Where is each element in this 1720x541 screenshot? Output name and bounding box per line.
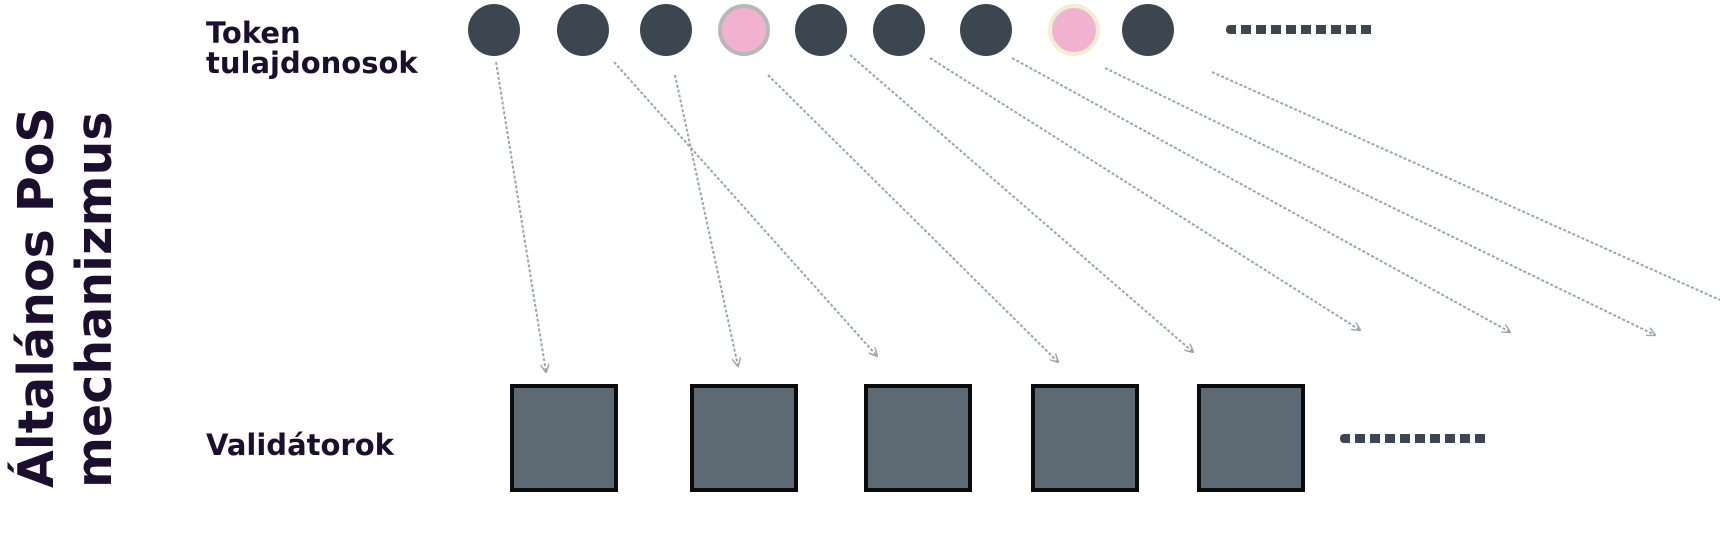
validators-label: Validátorok <box>206 428 394 462</box>
token-holder <box>795 4 847 56</box>
delegation-arrow <box>767 74 1058 362</box>
side-title-line-1: Általános PoS <box>8 107 65 488</box>
delegation-arrows <box>495 54 1720 372</box>
token-owners-label-line-1: Token <box>206 16 301 50</box>
delegation-arrow <box>674 74 738 366</box>
token-holder <box>557 4 609 56</box>
delegation-arrow <box>1211 71 1720 301</box>
delegation-arrow <box>613 61 877 356</box>
token-holder <box>468 4 520 56</box>
token-owners-label: Token tulajdonosok <box>206 18 418 78</box>
delegation-arrow <box>929 57 1360 330</box>
delegation-arrow <box>849 54 1193 352</box>
token-holder <box>640 4 692 56</box>
validator-node <box>864 384 972 492</box>
token-holder <box>873 4 925 56</box>
token-holder-highlighted <box>1048 4 1100 56</box>
token-holder <box>960 4 1012 56</box>
delegation-arrow <box>1011 57 1510 332</box>
token-owners-label-line-2: tulajdonosok <box>206 46 418 80</box>
validator-node <box>510 384 618 492</box>
validator-node <box>1031 384 1139 492</box>
validator-node <box>1197 384 1305 492</box>
token-holder <box>1122 4 1174 56</box>
token-holder-highlighted <box>718 4 770 56</box>
side-title-line-2: mechanizmus <box>66 111 123 488</box>
delegation-arrow <box>1104 67 1655 335</box>
validator-node <box>690 384 798 492</box>
more-holders-ellipsis <box>1226 25 1376 34</box>
more-validators-ellipsis <box>1340 434 1490 443</box>
delegation-arrow <box>495 61 546 372</box>
